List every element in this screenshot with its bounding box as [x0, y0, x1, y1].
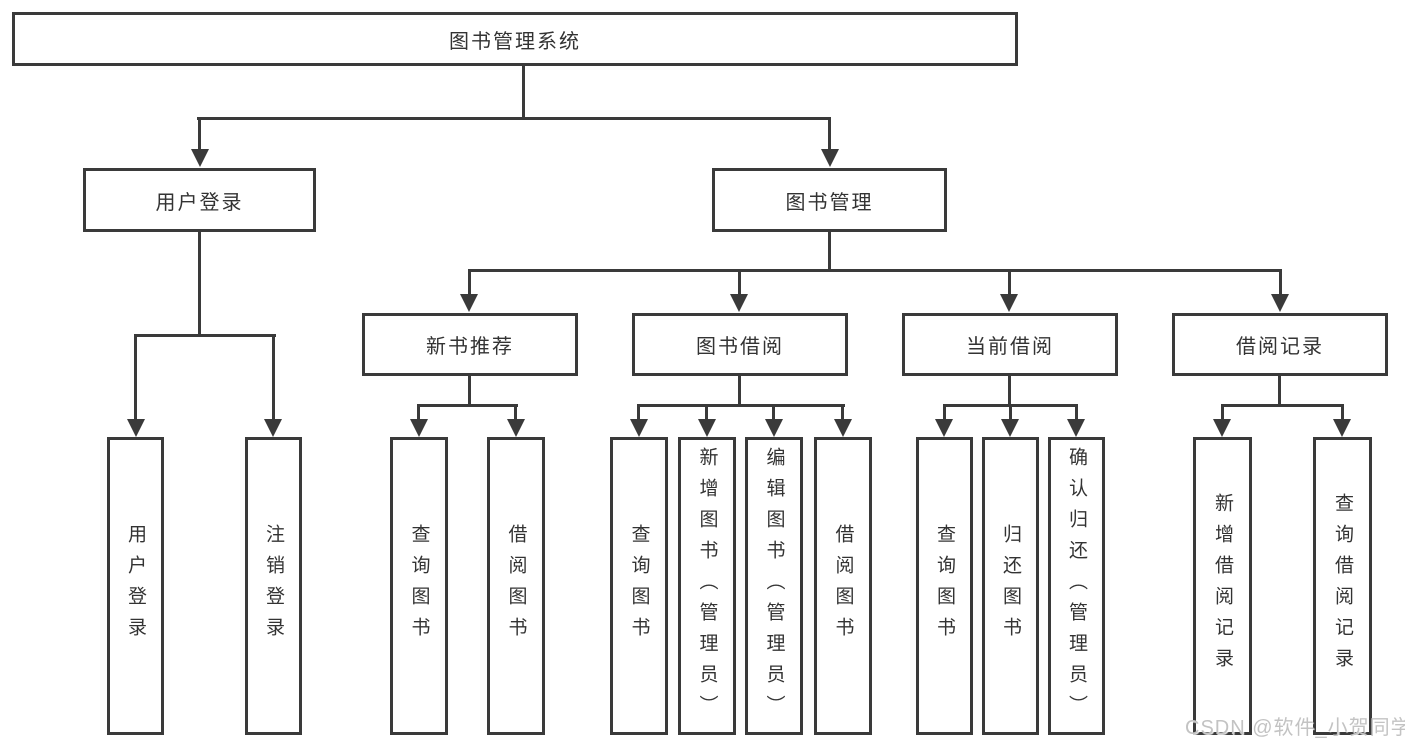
leaf-logout: 注销登录 [245, 437, 302, 735]
leaf-borrowing-query-books: 查询图书 [610, 437, 668, 735]
connector-line [468, 374, 471, 405]
arrow-down-icon [1000, 294, 1018, 312]
connector-line [828, 118, 831, 151]
connector-line [1341, 404, 1344, 420]
arrow-down-icon [1067, 419, 1085, 437]
connector-line [738, 374, 741, 405]
connector-line [1221, 404, 1344, 407]
leaf-records-query-borrow-record: 查询借阅记录 [1313, 437, 1372, 735]
connector-line [1278, 374, 1281, 405]
arrow-down-icon [630, 419, 648, 437]
leaf-borrowing-borrow-books: 借阅图书 [814, 437, 872, 735]
leaf-borrowing-edit-books-admin: 编辑图书（管理员） [745, 437, 803, 735]
arrow-down-icon [127, 419, 145, 437]
connector-line [705, 404, 708, 420]
arrow-down-icon [730, 294, 748, 312]
node-borrowing-records: 借阅记录 [1172, 313, 1388, 376]
arrow-down-icon [191, 149, 209, 167]
node-book-borrowing: 图书借阅 [632, 313, 848, 376]
arrow-down-icon [507, 419, 525, 437]
connector-line [943, 404, 946, 420]
connector-line [198, 230, 201, 335]
leaf-recommend-borrow-books: 借阅图书 [487, 437, 545, 735]
connector-line [637, 404, 845, 407]
connector-line [637, 404, 640, 420]
connector-line [417, 404, 518, 407]
leaf-recommend-query-books: 查询图书 [390, 437, 448, 735]
arrow-down-icon [1271, 294, 1289, 312]
connector-line [1279, 269, 1282, 296]
connector-line [514, 404, 517, 420]
connector-line [738, 269, 741, 296]
leaf-user-login: 用户登录 [107, 437, 164, 735]
connector-line [198, 118, 201, 151]
connector-line [468, 269, 1282, 272]
node-user-login: 用户登录 [83, 168, 316, 232]
node-library-system: 图书管理系统 [12, 12, 1018, 66]
arrow-down-icon [264, 419, 282, 437]
arrow-down-icon [410, 419, 428, 437]
connector-line [134, 334, 276, 337]
connector-line [417, 404, 420, 420]
connector-line [1009, 404, 1012, 420]
node-current-borrowing: 当前借阅 [902, 313, 1118, 376]
arrow-down-icon [460, 294, 478, 312]
connector-line [1221, 404, 1224, 420]
arrow-down-icon [1213, 419, 1231, 437]
arrow-down-icon [935, 419, 953, 437]
connector-line [134, 334, 137, 419]
watermark-text: CSDN @软件_小贺同学 [1185, 717, 1405, 739]
leaf-current-confirm-return-admin: 确认归还（管理员） [1048, 437, 1105, 735]
arrow-down-icon [821, 149, 839, 167]
arrow-down-icon [1001, 419, 1019, 437]
arrow-down-icon [1333, 419, 1351, 437]
leaf-borrowing-add-books-admin: 新增图书（管理员） [678, 437, 736, 735]
connector-line [272, 334, 275, 419]
connector-line [772, 404, 775, 420]
leaf-current-query-books: 查询图书 [916, 437, 973, 735]
connector-line [1008, 374, 1011, 405]
node-new-book-recommendation: 新书推荐 [362, 313, 578, 376]
leaf-records-add-borrow-record: 新增借阅记录 [1193, 437, 1252, 735]
leaf-current-return-books: 归还图书 [982, 437, 1039, 735]
arrow-down-icon [765, 419, 783, 437]
connector-line [197, 117, 831, 120]
connector-line [1008, 269, 1011, 296]
connector-line [468, 269, 471, 296]
arrow-down-icon [698, 419, 716, 437]
connector-line [522, 66, 525, 118]
node-book-management: 图书管理 [712, 168, 947, 232]
connector-line [828, 230, 831, 271]
connector-line [841, 404, 844, 420]
connector-line [1075, 404, 1078, 420]
arrow-down-icon [834, 419, 852, 437]
